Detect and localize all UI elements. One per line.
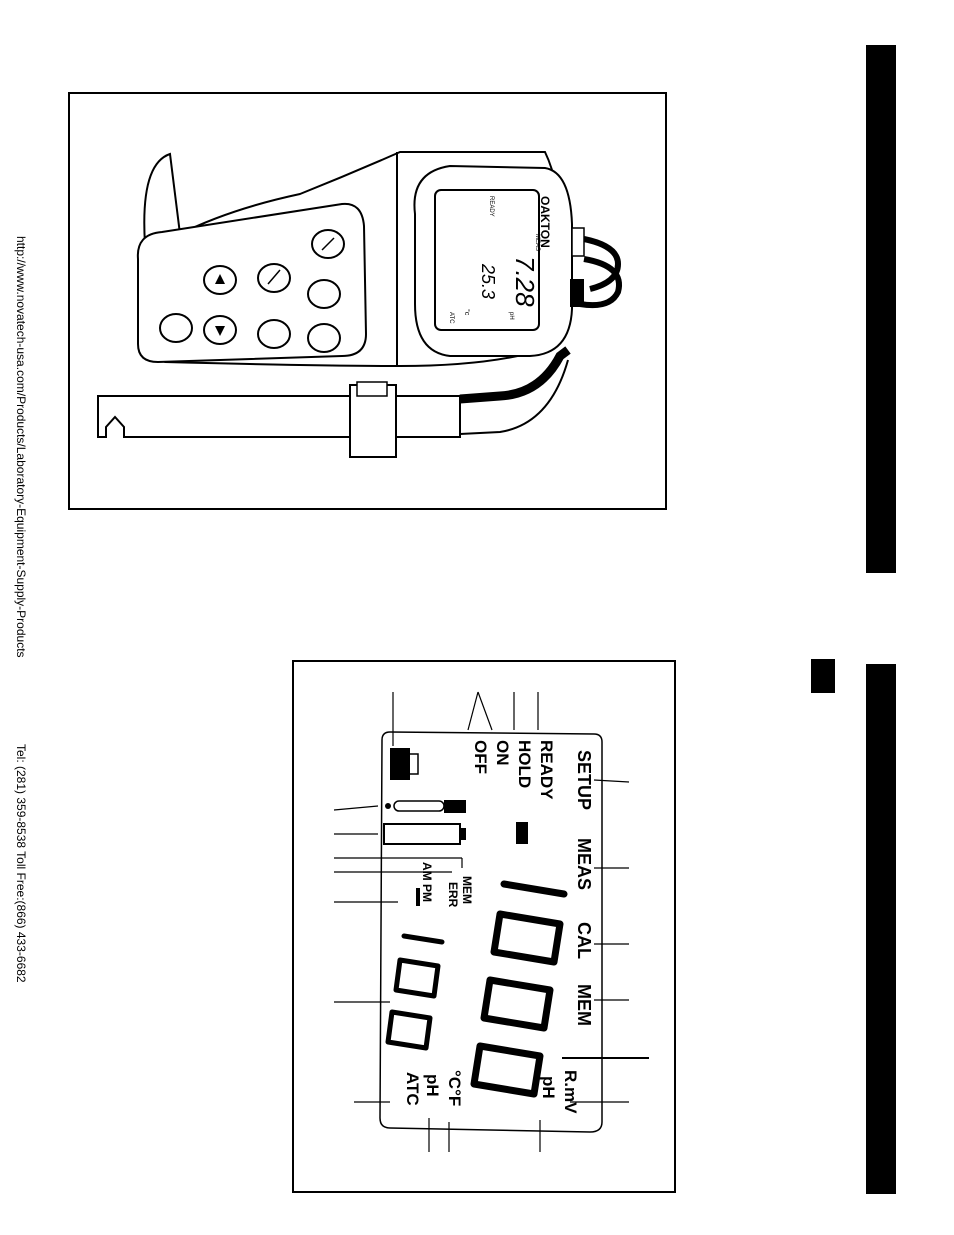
lcd-cal: CAL xyxy=(574,922,594,959)
lcd-diagram xyxy=(333,691,649,1152)
right-margin-bar-bottom xyxy=(866,664,896,1194)
meter-illustration xyxy=(97,151,622,458)
lcd-ph-main: pH xyxy=(539,1076,558,1099)
lcd-atc: ATC xyxy=(403,1072,422,1106)
lcd-hold: HOLD xyxy=(515,740,534,789)
meter-display: OAKTON READY MEAS 7.28 pH 25.3 °c ATC xyxy=(436,192,552,332)
meter-unit-ph: pH xyxy=(508,312,514,320)
lcd-figure-frame: SETUP MEAS CAL MEM READY HOLD ON OFF MEM… xyxy=(292,660,676,1193)
lcd-ph-small: pH xyxy=(423,1074,442,1097)
lcd-rmv: R.mV xyxy=(561,1070,580,1114)
footer-url[interactable]: http://www.novatech-usa.com/Products/Lab… xyxy=(14,236,28,658)
section-tab-marker xyxy=(811,659,835,693)
lcd-setup: SETUP xyxy=(574,750,594,811)
lcd-am-pm: AM PM xyxy=(420,862,434,902)
secondary-digits xyxy=(385,933,445,1051)
lcd-err: ERR xyxy=(446,882,460,908)
meter-meas: MEAS xyxy=(534,234,540,252)
right-margin-bar-top xyxy=(866,45,896,573)
meter-reading-temp: 25.3 xyxy=(478,264,498,300)
meter-reading-main: 7.28 xyxy=(510,256,540,307)
lcd-ready: READY xyxy=(537,740,556,800)
main-digits xyxy=(470,880,568,1098)
lcd-off: OFF xyxy=(471,740,490,774)
meter-ready: READY xyxy=(488,196,494,217)
lcd-mem-small: MEM xyxy=(460,876,474,904)
footer-phone: Tel: (281) 359-8538 Toll Free:(866) 433-… xyxy=(14,744,28,983)
meter-unit-temp: °c xyxy=(463,309,470,316)
meter-atc: ATC xyxy=(448,312,454,324)
meter-brand: OAKTON xyxy=(538,196,552,248)
lcd-on: ON xyxy=(493,740,512,766)
lcd-mem: MEM xyxy=(574,984,594,1026)
meter-figure-frame: OAKTON READY MEAS 7.28 pH 25.3 °c ATC xyxy=(68,92,667,510)
lcd-c-f: °C°F xyxy=(445,1070,464,1107)
lcd-meas: MEAS xyxy=(574,838,594,891)
